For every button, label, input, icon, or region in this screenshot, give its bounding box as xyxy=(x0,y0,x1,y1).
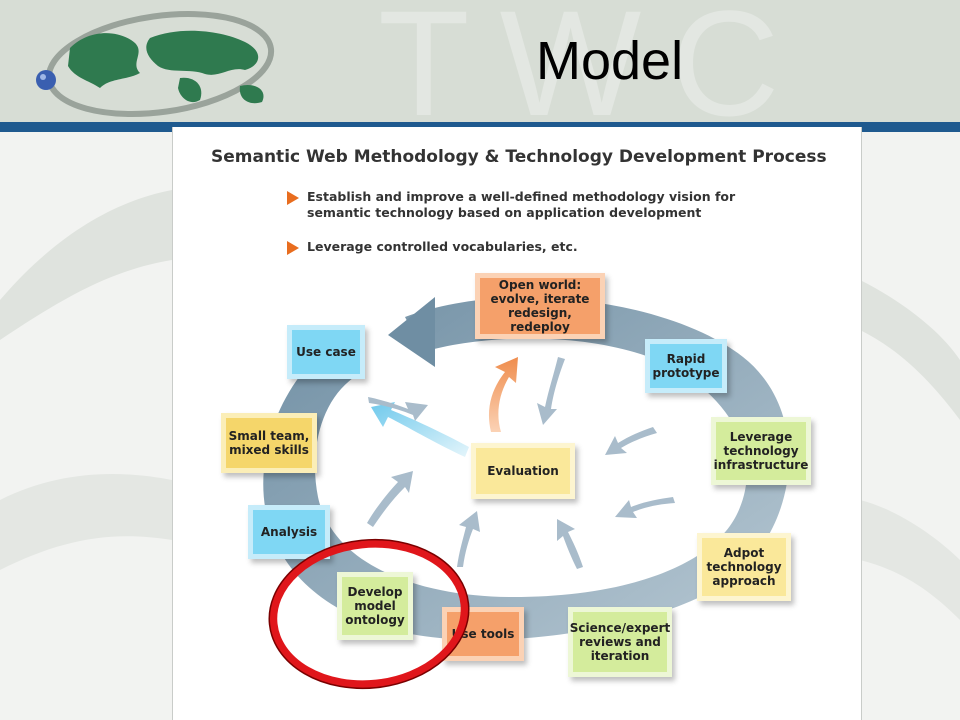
cycle-arrowhead xyxy=(388,297,435,367)
inner-arrow xyxy=(605,427,657,455)
center-arrow-left xyxy=(371,402,469,457)
step-rapid-prototype: Rapid prototype xyxy=(645,339,727,393)
step-science-review: Science/expert reviews and iteration xyxy=(568,607,672,677)
inner-arrow xyxy=(457,511,480,567)
triangle-bullet-icon xyxy=(287,191,299,205)
bullet-text: Establish and improve a well-defined met… xyxy=(307,189,736,220)
step-use-case: Use case xyxy=(287,325,365,379)
inner-arrow xyxy=(537,357,565,425)
step-open-world: Open world: evolve, iterate redesign, re… xyxy=(475,273,605,339)
watermark-text: TWC xyxy=(378,0,810,122)
panel-title: Semantic Web Methodology & Technology De… xyxy=(211,147,827,167)
inner-arrow xyxy=(615,497,675,518)
step-leverage-infrastructure: Leverage technology infrastructure xyxy=(711,417,811,485)
bullet-text: Leverage controlled vocabularies, etc. xyxy=(307,239,578,254)
inner-arrow xyxy=(557,519,583,569)
step-analysis: Analysis xyxy=(248,505,330,559)
cycle-arrow-ring xyxy=(263,297,790,640)
triangle-bullet-icon xyxy=(287,241,299,255)
step-adopt-approach: Adpot technology approach xyxy=(697,533,791,601)
slide-header: TWC xyxy=(0,0,960,122)
inner-arrow xyxy=(367,471,413,527)
inner-arrows xyxy=(367,357,675,569)
inner-arrow xyxy=(368,397,428,421)
bullet-item: Leverage controlled vocabularies, etc. xyxy=(287,239,747,255)
step-use-tools: Use tools xyxy=(442,607,524,661)
center-arrow-up xyxy=(488,357,518,432)
globe-world-map-icon xyxy=(36,10,275,118)
step-develop-ontology: Develop model ontology xyxy=(337,572,413,640)
diagram-panel: Semantic Web Methodology & Technology De… xyxy=(172,127,862,720)
step-small-team: Small team, mixed skills xyxy=(221,413,317,473)
bullet-item: Establish and improve a well-defined met… xyxy=(287,189,747,221)
slide-title: Model xyxy=(536,31,684,91)
step-evaluation: Evaluation xyxy=(471,443,575,499)
